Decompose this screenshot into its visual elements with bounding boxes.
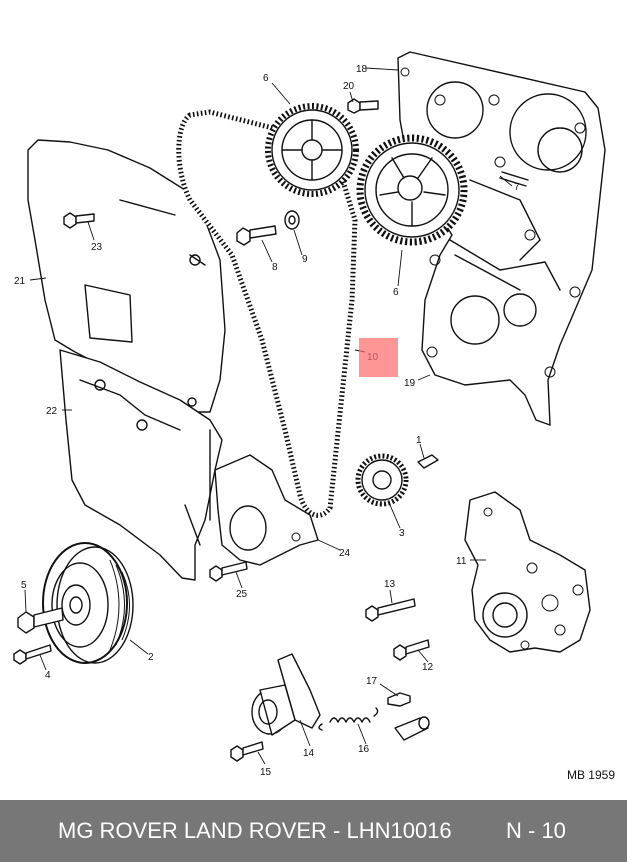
footer-bar: MG ROVER LAND ROVER - LHN10016 N - 10 [0,800,627,862]
rear-timing-cover [397,51,606,426]
woodruff-key [417,454,439,469]
crankshaft-gear [355,453,409,507]
part-label-12: 12 [422,662,434,673]
bolt-4 [13,644,52,665]
part-label-11: 11 [456,556,467,567]
part-label-3: 3 [399,528,405,539]
bolt-15 [230,741,264,762]
lower-backplate [214,454,319,566]
tensioner-pin [394,716,430,741]
part-label-25: 25 [236,589,248,600]
footer-page-number: N - 10 [506,818,566,843]
part-label-9: 9 [302,254,308,265]
timing-belt [176,109,358,518]
stud-17 [387,692,411,707]
camshaft-gear-right [356,134,468,246]
part-label-15: 15 [260,767,272,778]
part-label-2: 2 [148,652,154,663]
bolt-20 [347,98,379,114]
bolt-23 [63,212,95,229]
part-label-23: 23 [91,242,103,253]
part-label-13: 13 [384,579,396,590]
part-label-14: 14 [303,748,315,759]
washer-9 [284,210,300,230]
part-label-24: 24 [339,548,351,559]
tensioner-spring [318,707,379,731]
part-label-7: 7 [514,182,520,193]
part-label-4: 4 [45,670,51,681]
front-lower-cover [59,349,223,581]
part-label-6-left: 6 [263,73,269,84]
leader-lines [24,67,513,765]
bolt-13 [365,598,416,622]
part-label-20: 20 [343,81,355,92]
part-label-19: 19 [404,378,416,389]
tensioner-pulley [251,653,321,736]
part-label-8: 8 [272,262,278,273]
crankshaft-pulley [42,542,134,664]
part-label-5: 5 [21,580,27,591]
camshaft-gear-left [265,103,359,197]
part-label-22: 22 [46,406,58,417]
part-label-16: 16 [358,744,370,755]
front-upper-cover [27,139,226,413]
part-label-18: 18 [356,64,368,75]
bolt-12 [393,639,430,661]
bolt-25 [209,561,248,582]
diagram-reference-code: MB 1959 [566,768,615,782]
part-label-17: 17 [366,676,378,687]
exploded-parts-diagram: 1 2 3 4 5 6 6 7 8 9 10 11 12 13 14 15 16… [13,51,606,778]
part-10-highlight-marker [359,338,398,377]
water-pump [464,491,591,653]
bolt-8 [236,225,277,246]
part-label-6-right: 6 [393,287,399,298]
part-label-21: 21 [14,276,26,287]
footer-brand-part-number: MG ROVER LAND ROVER - LHN10016 [58,818,452,843]
part-label-1: 1 [416,435,422,446]
crank-bolt-5 [17,607,64,634]
